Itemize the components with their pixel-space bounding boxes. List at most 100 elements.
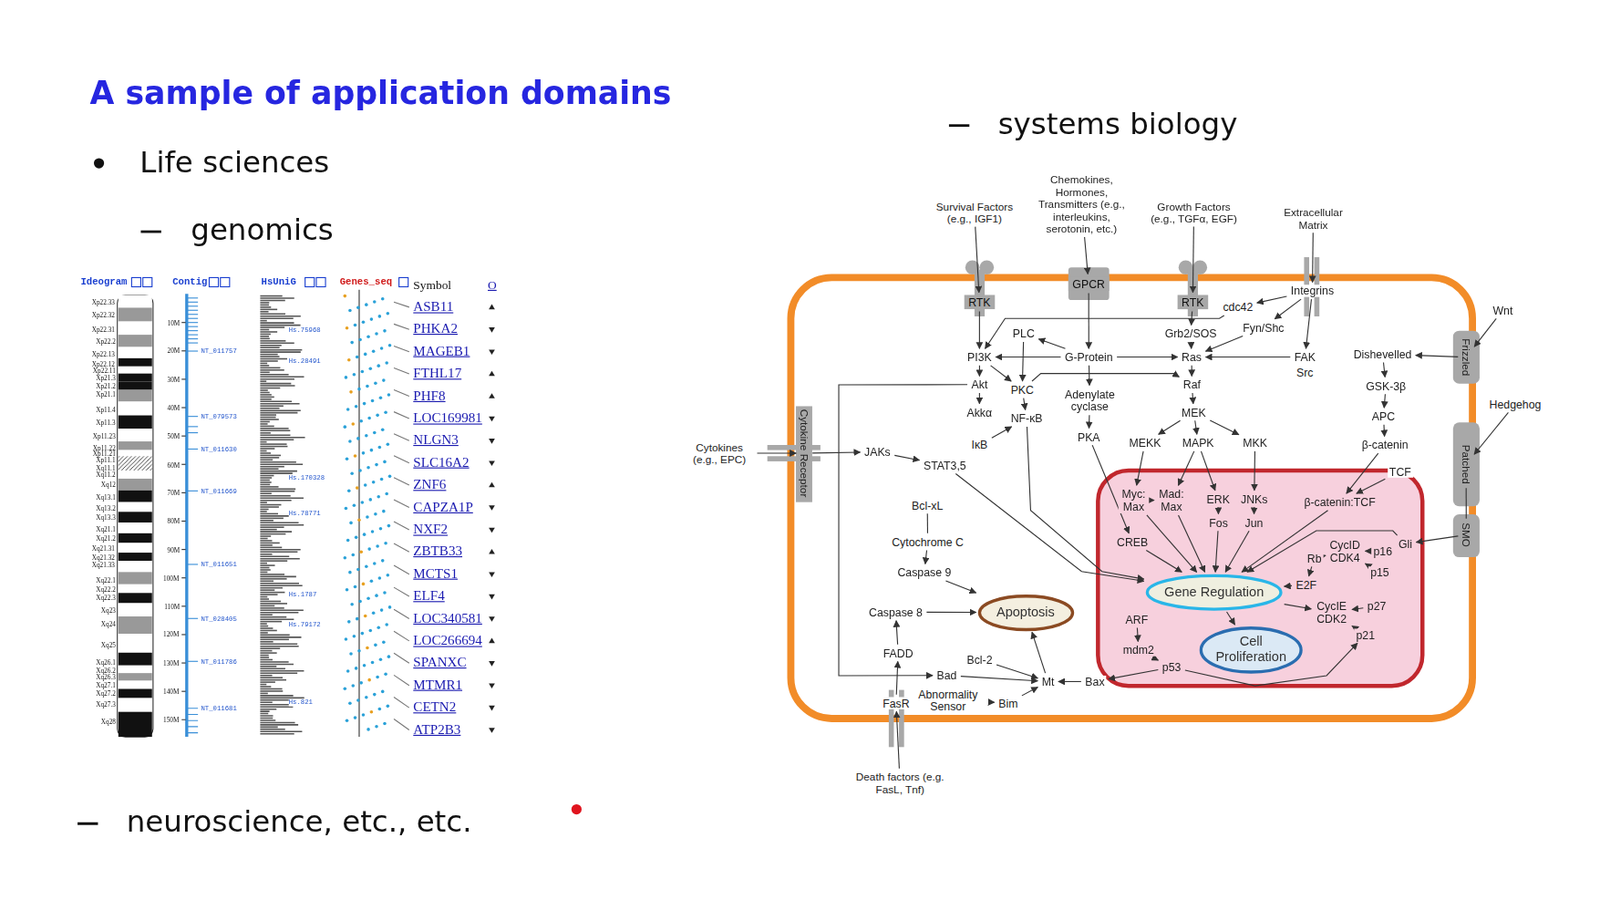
pathway-arrow <box>979 392 981 404</box>
node-text: STAT3,5 <box>923 458 967 472</box>
chromosome-band <box>118 428 153 442</box>
strand-arrow <box>488 482 496 488</box>
histogram-bar <box>259 384 295 387</box>
strand-arrow <box>488 682 496 689</box>
bullet-text: systems biology <box>998 108 1239 142</box>
pathway-arrow <box>1146 515 1198 572</box>
band-label: Xp11.1 <box>95 455 115 464</box>
contig-tick <box>187 720 198 722</box>
gene-dot <box>373 643 378 648</box>
histogram-bar <box>259 671 298 674</box>
gene-dot <box>373 381 378 385</box>
gene-dot <box>371 349 376 353</box>
band-label: Xq23 <box>101 605 116 613</box>
strand-arrow <box>488 438 496 444</box>
node-text: Apoptosis <box>996 604 1055 620</box>
cluster-id: Hs.78771 <box>289 509 321 517</box>
histogram-bar <box>259 430 290 433</box>
pathway-arrow <box>1241 510 1328 573</box>
node-text: Akt <box>971 378 989 392</box>
cluster-id: Hs.28491 <box>289 357 321 365</box>
pathway-arrow <box>896 711 899 769</box>
pathway-arrow <box>1352 608 1363 610</box>
node-text: Mt <box>1042 674 1055 688</box>
strand-arrow <box>488 304 496 310</box>
process-ellipse: Gene Regulation <box>1145 574 1283 610</box>
histogram-bar <box>259 380 267 382</box>
chromosome-band <box>118 490 153 503</box>
pathway-arrow <box>975 227 980 293</box>
pathway-arrow <box>1356 478 1385 494</box>
drawing-part <box>767 455 821 462</box>
gene-dot <box>356 567 361 572</box>
protein-label: G-Protein <box>1063 350 1115 363</box>
receptor-box: RTK <box>1177 294 1208 310</box>
gene-dot <box>346 407 351 412</box>
axis-label: 130M <box>163 659 179 667</box>
node-text: ERK <box>1207 492 1230 506</box>
node-text: Frizzled <box>1459 338 1473 376</box>
band-label: Xq28 <box>101 716 116 724</box>
histogram-bar <box>259 295 282 298</box>
gene-dot <box>384 622 389 627</box>
chromosome-band <box>118 681 153 690</box>
band-label: Xp11.23 <box>92 432 116 440</box>
histogram-bar <box>259 665 277 668</box>
gene-dot <box>350 422 355 426</box>
gene-dot <box>386 311 391 316</box>
strand-arrow <box>488 548 496 555</box>
gene-dot <box>355 485 360 490</box>
axis-label: 140M <box>163 687 179 695</box>
node-text: RTK <box>1181 295 1204 309</box>
node-text: cdc42 <box>1222 300 1253 314</box>
nuclear-protein-label: p16 <box>1371 544 1394 558</box>
histogram-bar <box>259 306 271 309</box>
histogram-bar <box>259 660 289 663</box>
gene-dot <box>381 640 386 644</box>
gene-dot <box>359 550 363 555</box>
histogram-bar <box>259 427 289 430</box>
pathway-arrow <box>1032 631 1046 673</box>
band-label: Xp22.11 <box>92 365 116 373</box>
axis-label: 50M <box>167 432 181 440</box>
pointer-dot <box>571 804 582 815</box>
histogram-bar <box>259 459 273 462</box>
gene-dot <box>382 722 387 726</box>
gene-symbol: CETN2 <box>412 700 456 716</box>
histogram-bar <box>259 350 300 353</box>
gene-dot <box>353 454 358 458</box>
histogram-bar <box>259 654 269 657</box>
protein-label: Mt <box>1040 674 1057 688</box>
process-ellipse: Cell Proliferation <box>1199 626 1302 673</box>
gene-dot <box>348 439 352 444</box>
pathway-arrow <box>1200 451 1215 491</box>
histogram-bar <box>259 712 269 715</box>
histogram-bar <box>259 373 289 376</box>
histogram-bar <box>259 326 285 329</box>
gene-dot <box>371 480 376 485</box>
histogram-bar <box>259 387 280 390</box>
chromosome-band <box>118 463 153 471</box>
band-label: Xq21.31 <box>92 544 115 552</box>
chromosome-band <box>118 373 153 382</box>
chromosome-band <box>118 381 153 391</box>
gene-dot <box>352 372 357 377</box>
node-text: p53 <box>1162 660 1182 674</box>
histogram-bar <box>259 613 272 616</box>
pathway-arrow <box>1253 506 1255 514</box>
contig-tick <box>187 334 198 336</box>
dash <box>140 230 161 234</box>
gene-dot <box>354 404 359 409</box>
histogram-bar <box>259 629 277 632</box>
band-label: Xp22.13 <box>92 349 115 357</box>
chromosome-band <box>118 592 153 603</box>
gene-dot <box>361 631 365 636</box>
chromosome-band <box>118 511 153 523</box>
cluster-id: Hs.79172 <box>289 620 321 629</box>
gene-dot <box>372 299 377 304</box>
icon <box>399 277 409 287</box>
histogram-bar <box>259 320 267 322</box>
chromosome-band <box>118 698 153 713</box>
pathway-arrow <box>1088 365 1091 386</box>
protein-label: Akkα <box>964 405 994 419</box>
